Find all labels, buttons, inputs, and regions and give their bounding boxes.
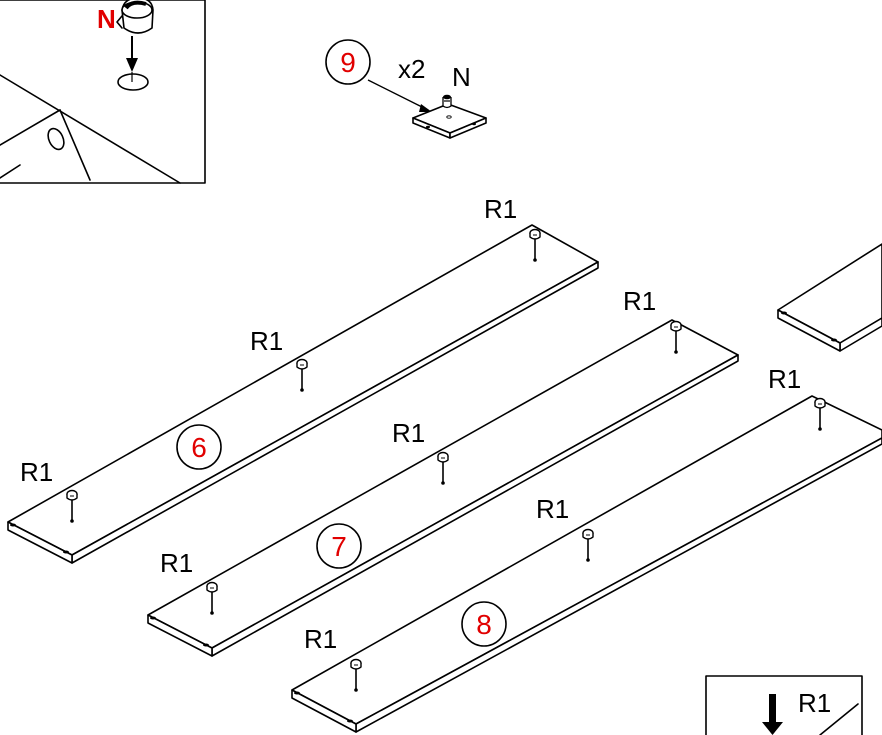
legend-label: R1 xyxy=(798,688,831,718)
legend-inset: R1 xyxy=(705,675,863,735)
panel-6-end-edge xyxy=(7,521,73,564)
part-letter-label: N xyxy=(452,62,471,92)
bolt-label: R1 xyxy=(392,418,425,448)
detail-panel-edge xyxy=(0,74,181,184)
target-hole xyxy=(117,73,149,91)
panel-6: R1 R1 R1 6 xyxy=(7,194,599,564)
bolt-label: R1 xyxy=(160,548,193,578)
part-9-group: 9 x2 N xyxy=(325,39,487,139)
detail-panel-edge xyxy=(0,164,21,179)
detail-hole xyxy=(47,127,65,151)
panel-7-end-edge xyxy=(147,614,213,657)
part-number-circle xyxy=(176,424,222,470)
part-number-8: 8 xyxy=(476,609,492,640)
quantity-label: x2 xyxy=(398,54,425,84)
bolt-label: R1 xyxy=(768,364,801,394)
leader-line xyxy=(367,79,429,111)
part-number-circle xyxy=(316,523,362,569)
bolt-label: R1 xyxy=(536,494,569,524)
down-arrow-icon xyxy=(769,694,776,724)
detail-inset-frame xyxy=(0,0,206,184)
panel-8: R1 R1 R1 8 xyxy=(291,364,882,733)
legend-inset-frame xyxy=(705,675,863,735)
panel-7: R1 R1 R1 7 xyxy=(147,286,739,657)
part-number-7: 7 xyxy=(331,531,347,562)
bolt-label: R1 xyxy=(20,457,53,487)
legend-panel-edge xyxy=(819,703,859,735)
part-number-circle xyxy=(461,601,507,647)
panel-8-end-edge xyxy=(291,689,357,733)
part-number-6: 6 xyxy=(191,432,207,463)
detail-letter: N xyxy=(97,4,116,34)
bolt-label: R1 xyxy=(304,624,337,654)
cam-fitting-icon xyxy=(116,0,154,34)
bolt-label: R1 xyxy=(250,326,283,356)
connector-block xyxy=(412,94,487,139)
detail-panel-edge xyxy=(59,109,91,181)
part-number-circle xyxy=(325,39,371,85)
part-number-9: 9 xyxy=(340,47,356,78)
detail-panel-edge xyxy=(0,109,61,146)
bolt-label: R1 xyxy=(623,286,656,316)
partial-panel xyxy=(777,243,882,352)
insert-arrow-head xyxy=(126,58,138,72)
bolt-label: R1 xyxy=(484,194,517,224)
detail-inset: N xyxy=(0,0,206,184)
